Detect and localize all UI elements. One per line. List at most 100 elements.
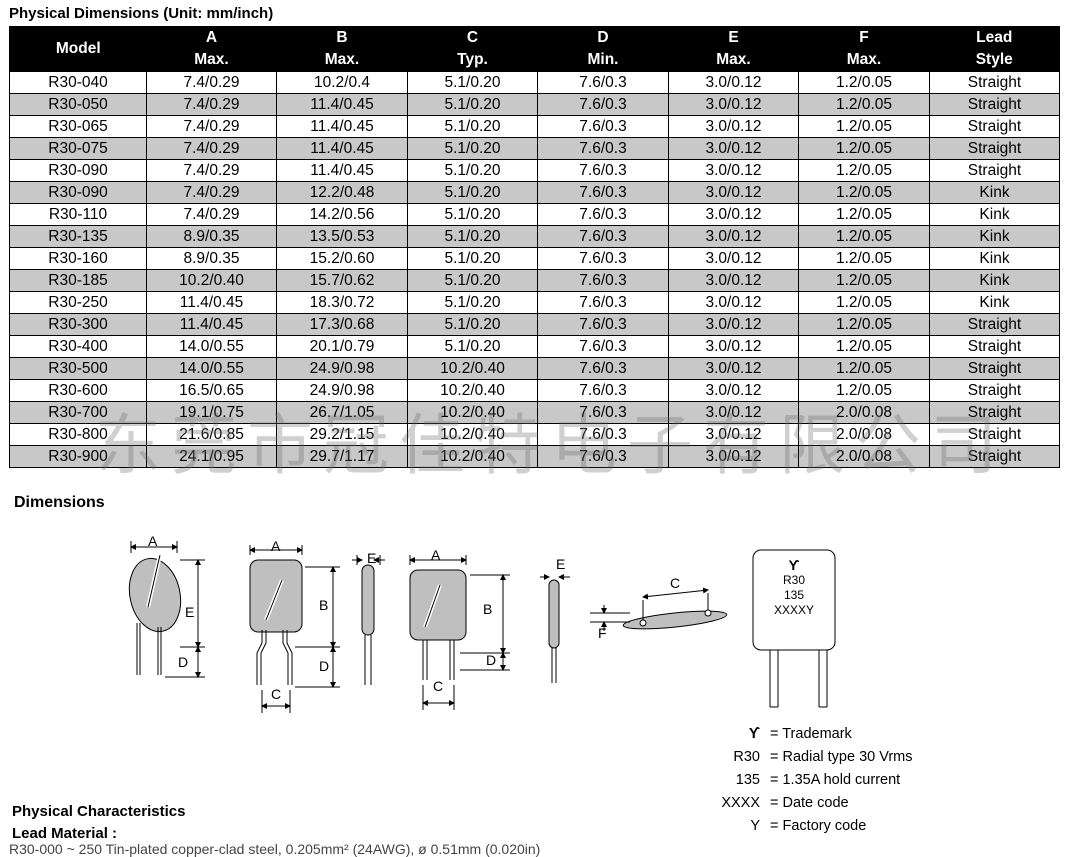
- value-cell: Straight: [929, 159, 1060, 182]
- drawing-kink-side: [352, 555, 385, 685]
- value-cell: 7.6/0.3: [537, 181, 669, 204]
- legend-key: Y: [750, 818, 760, 834]
- marking-line-3: XXXXY: [773, 603, 815, 617]
- model-cell: R30-600: [9, 379, 147, 402]
- header-b-sub: Max.: [276, 49, 408, 72]
- legend-value: = Trademark: [770, 726, 852, 742]
- label-a-straight: A: [431, 547, 441, 563]
- value-cell: 1.2/0.05: [798, 313, 930, 336]
- value-cell: Straight: [929, 93, 1060, 116]
- value-cell: 24.1/0.95: [146, 445, 277, 468]
- value-cell: Kink: [929, 225, 1060, 248]
- value-cell: 11.4/0.45: [276, 115, 408, 138]
- model-cell: R30-400: [9, 335, 147, 358]
- value-cell: 5.1/0.20: [407, 247, 538, 270]
- value-cell: 5.1/0.20: [407, 269, 538, 292]
- value-cell: Straight: [929, 335, 1060, 358]
- value-cell: 2.0/0.08: [798, 423, 930, 446]
- label-d-oval: D: [178, 654, 189, 670]
- header-d: D: [537, 26, 669, 49]
- header-model: Model: [9, 26, 147, 72]
- label-e-straight: E: [556, 556, 566, 572]
- value-cell: 26.7/1.05: [276, 401, 408, 424]
- value-cell: 14.0/0.55: [146, 335, 277, 358]
- value-cell: 11.4/0.45: [146, 313, 277, 336]
- value-cell: Straight: [929, 71, 1060, 94]
- value-cell: 3.0/0.12: [668, 423, 799, 446]
- value-cell: 7.4/0.29: [146, 115, 277, 138]
- value-cell: 10.2/0.40: [407, 445, 538, 468]
- value-cell: 5.1/0.20: [407, 313, 538, 336]
- model-cell: R30-300: [9, 313, 147, 336]
- value-cell: 29.7/1.17: [276, 445, 408, 468]
- value-cell: 2.0/0.08: [798, 445, 930, 468]
- legend-key: 135: [735, 772, 760, 788]
- value-cell: 1.2/0.05: [798, 181, 930, 204]
- value-cell: 7.6/0.3: [537, 269, 669, 292]
- value-cell: 7.4/0.29: [146, 203, 277, 226]
- label-c-profile: C: [670, 575, 681, 591]
- value-cell: 7.6/0.3: [537, 159, 669, 182]
- model-cell: R30-800: [9, 423, 147, 446]
- device-marking: ϒ R30 135 XXXXY: [753, 558, 835, 618]
- value-cell: 10.2/0.40: [146, 269, 277, 292]
- value-cell: 3.0/0.12: [668, 401, 799, 424]
- value-cell: Straight: [929, 357, 1060, 380]
- value-cell: 7.6/0.3: [537, 357, 669, 380]
- value-cell: 29.2/1.15: [276, 423, 408, 446]
- label-e-kink: E: [367, 550, 377, 566]
- value-cell: 5.1/0.20: [407, 225, 538, 248]
- value-cell: 10.2/0.40: [407, 379, 538, 402]
- value-cell: Straight: [929, 313, 1060, 336]
- value-cell: 7.4/0.29: [146, 71, 277, 94]
- value-cell: 12.2/0.48: [276, 181, 408, 204]
- value-cell: 15.2/0.60: [276, 247, 408, 270]
- value-cell: 3.0/0.12: [668, 379, 799, 402]
- legend-value: = Factory code: [770, 818, 867, 834]
- value-cell: 7.6/0.3: [537, 291, 669, 314]
- value-cell: 3.0/0.12: [668, 313, 799, 336]
- value-cell: 5.1/0.20: [407, 291, 538, 314]
- trademark-icon: ϒ: [788, 557, 800, 573]
- value-cell: 1.2/0.05: [798, 115, 930, 138]
- value-cell: 5.1/0.20: [407, 137, 538, 160]
- value-cell: 3.0/0.12: [668, 335, 799, 358]
- value-cell: Straight: [929, 401, 1060, 424]
- value-cell: Straight: [929, 137, 1060, 160]
- value-cell: 3.0/0.12: [668, 357, 799, 380]
- value-cell: Kink: [929, 203, 1060, 226]
- value-cell: 3.0/0.12: [668, 115, 799, 138]
- value-cell: 8.9/0.35: [146, 247, 277, 270]
- value-cell: 10.2/0.40: [407, 423, 538, 446]
- drawing-straight-device: [409, 555, 510, 710]
- model-cell: R30-040: [9, 71, 147, 94]
- characteristics-title: Physical Characteristics: [12, 803, 186, 820]
- model-cell: R30-075: [9, 137, 147, 160]
- header-e: E: [668, 26, 799, 49]
- value-cell: 7.6/0.3: [537, 247, 669, 270]
- legend-key: XXXX: [721, 795, 760, 811]
- value-cell: 5.1/0.20: [407, 71, 538, 94]
- model-cell: R30-050: [9, 93, 147, 116]
- header-c: C: [407, 26, 538, 49]
- value-cell: 7.6/0.3: [537, 71, 669, 94]
- header-a-sub: Max.: [146, 49, 277, 72]
- value-cell: 3.0/0.12: [668, 225, 799, 248]
- table-header-row-bottom: Max. Max. Typ. Min. Max. Max. Style: [10, 49, 1060, 72]
- value-cell: 11.4/0.45: [276, 137, 408, 160]
- value-cell: 2.0/0.08: [798, 401, 930, 424]
- label-a-kink: A: [271, 538, 281, 554]
- value-cell: 7.6/0.3: [537, 203, 669, 226]
- table-header-row-top: Model A B C D E F Lead: [9, 26, 1060, 72]
- model-cell: R30-700: [9, 401, 147, 424]
- marking-line-1: R30: [782, 573, 805, 587]
